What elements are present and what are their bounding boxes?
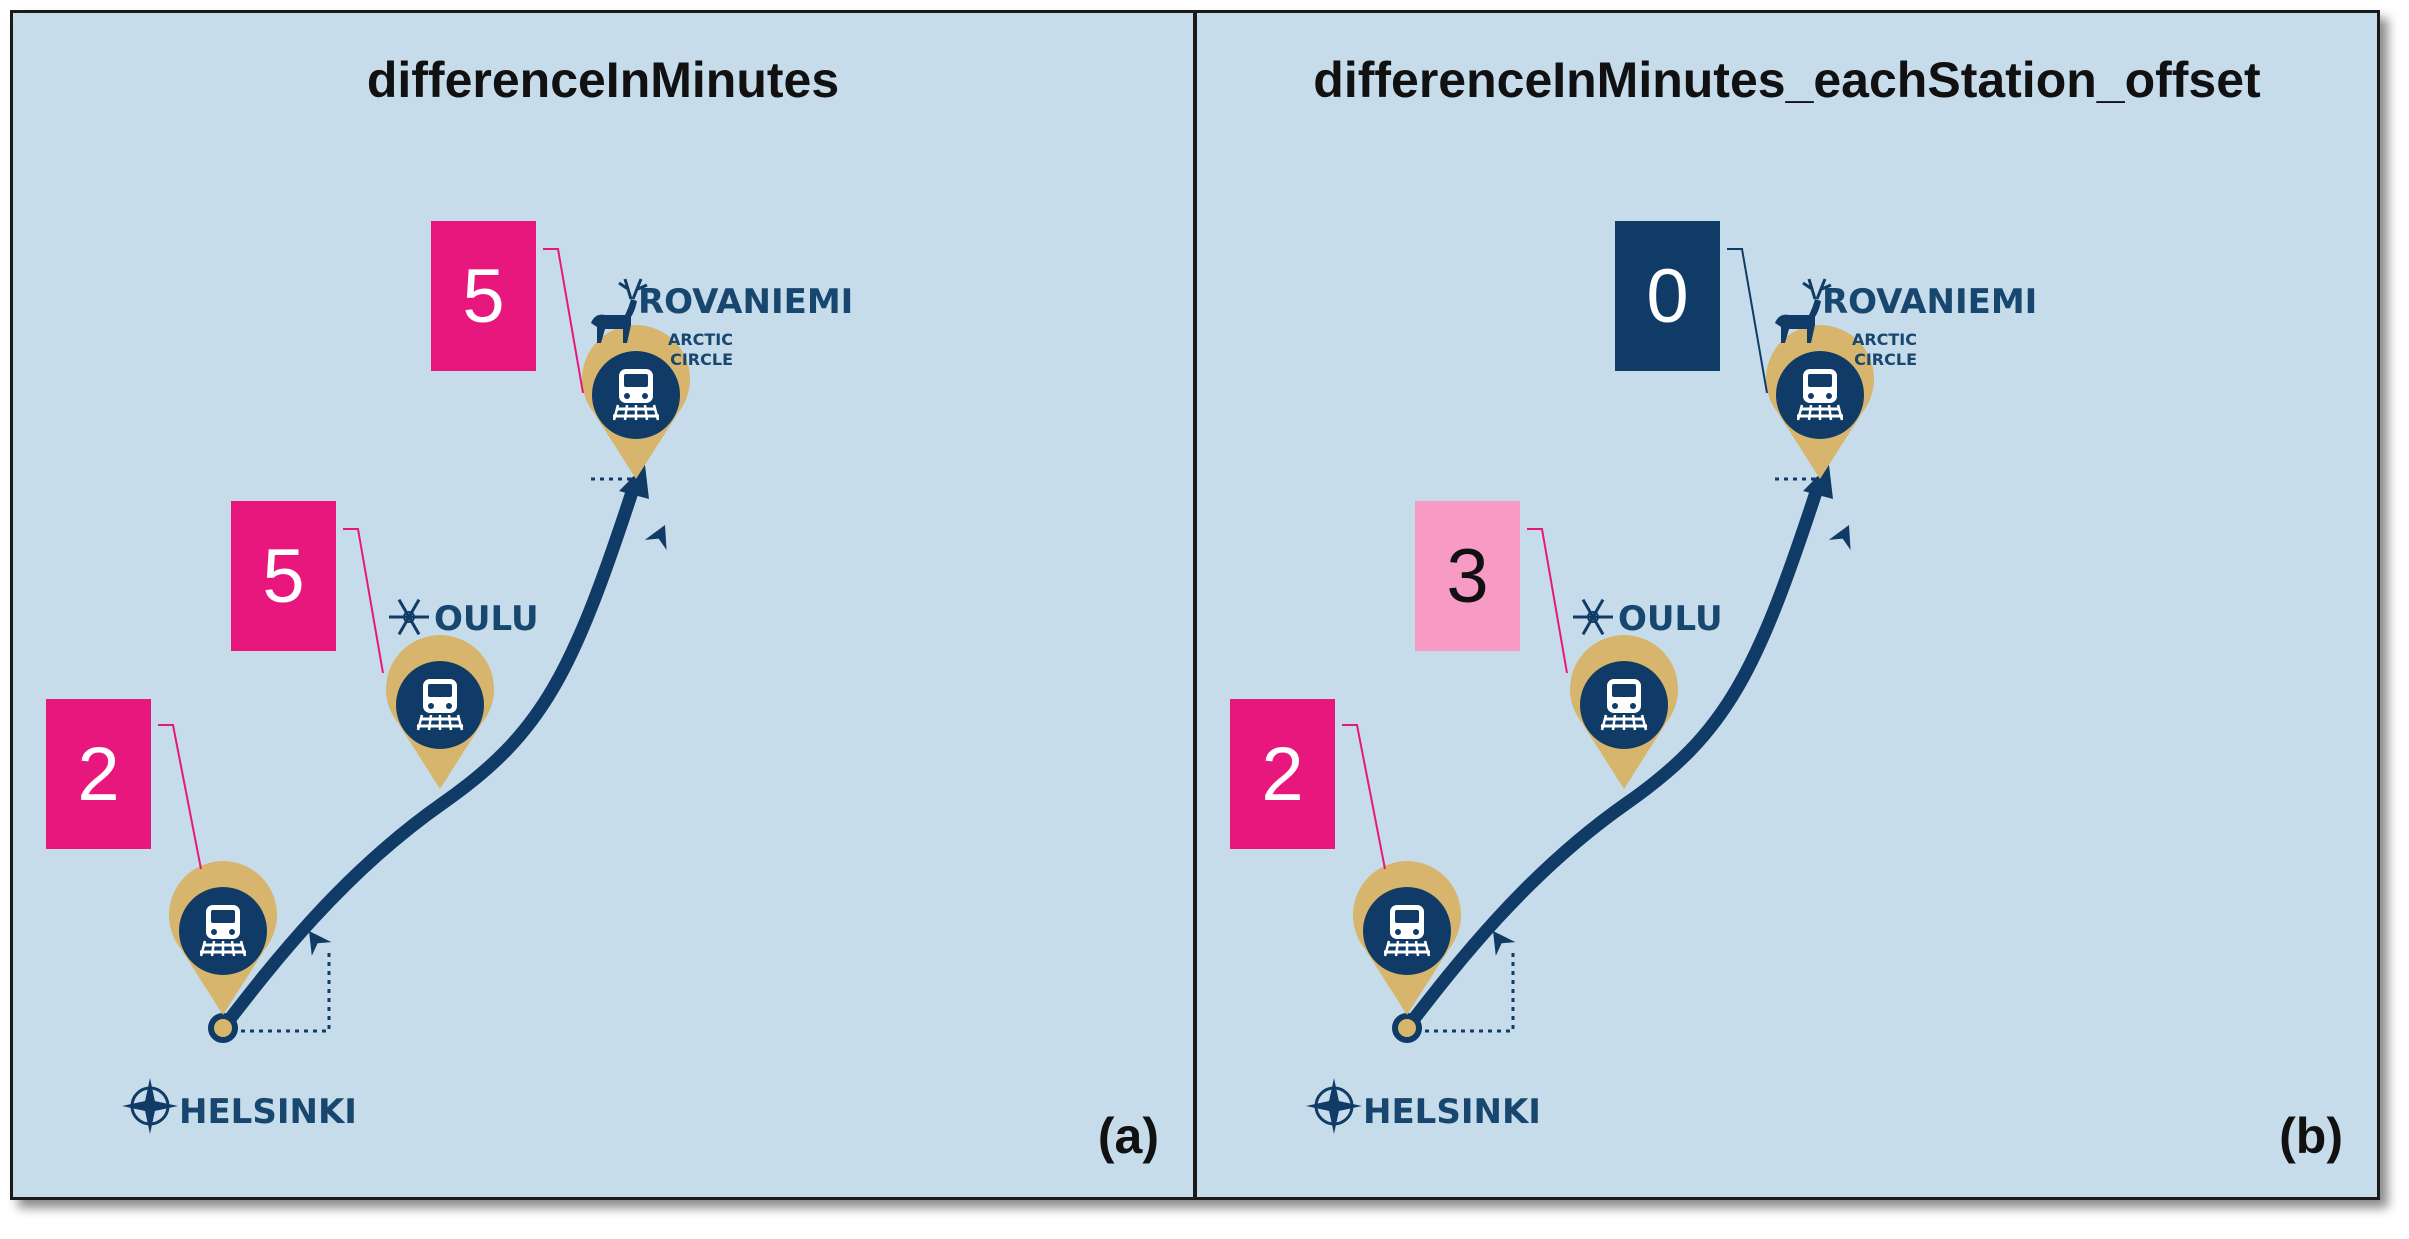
train-icon [1600,679,1648,731]
rovaniemi-pin [1766,325,1874,479]
direction-arrow-icon [1828,525,1851,551]
value-label: 2 [1261,732,1303,817]
reindeer-icon [1775,278,1832,343]
value-label: 2 [77,732,119,817]
train-icon [1796,369,1844,421]
value-box-background [46,699,151,849]
direction-arrow-icon [644,525,667,551]
helsinki-pin [168,861,277,1015]
leader-line [1342,724,1386,870]
direction-arrow-icon [309,931,332,956]
panel-label: (b) [2279,1108,2343,1164]
route-line [216,476,642,1035]
value-label: 0 [1646,254,1688,339]
leader-line [1527,528,1568,674]
station-sublabel: CIRCLE [670,350,733,369]
start-marker [1392,1013,1422,1043]
direction-arrow-icon [1493,931,1516,956]
value-box-oulu: 5 [231,501,384,674]
station-label-rovaniemi: ROVANIEMI [1822,282,2037,322]
station-label-oulu: OULU [1618,599,1723,639]
value-box-background [1415,501,1520,651]
train-icon [199,905,247,957]
station-sublabel: ARCTIC [1852,330,1917,349]
value-box-rovaniemi: 0 [1615,221,1768,394]
rovaniemi-pin [582,325,690,479]
value-label: 5 [462,254,504,339]
station-label-helsinki: HELSINKI [179,1092,357,1132]
value-box-background [231,501,336,651]
leader-line [158,724,202,870]
start-marker [208,1013,238,1043]
leader-line [1727,248,1768,394]
oulu-pin [386,635,495,789]
compass-rose-icon [1306,1078,1362,1134]
value-box-background [431,221,536,371]
value-box-helsinki: 2 [46,699,202,870]
station-label-oulu: OULU [434,599,539,639]
station-sublabel: CIRCLE [1854,350,1917,369]
value-box-helsinki: 2 [1230,699,1386,870]
train-icon [416,679,464,731]
value-box-rovaniemi: 5 [431,221,584,394]
compass-rose-icon [122,1078,178,1134]
leader-line [543,248,584,394]
value-label: 5 [262,534,304,619]
station-label-rovaniemi: ROVANIEMI [638,282,853,322]
oulu-pin [1570,635,1678,789]
value-box-background [1230,699,1335,849]
value-box-oulu: 3 [1415,501,1568,674]
reindeer-icon [591,278,648,343]
route-arrow-icon [619,465,649,499]
route-arrow-icon [1803,465,1833,499]
leader-line [343,528,384,674]
panel-title: differenceInMinutes_eachStation_offset [1313,52,2261,108]
station-label-helsinki: HELSINKI [1363,1092,1541,1132]
value-box-background [1615,221,1720,371]
panel-label: (a) [1097,1108,1159,1164]
helsinki-pin [1353,861,1461,1015]
train-icon [1383,905,1431,957]
station-sublabel: ARCTIC [668,330,733,349]
value-label: 3 [1446,534,1488,619]
train-icon [612,369,660,421]
route-line [1400,476,1826,1035]
snowflake-icon [1573,598,1613,636]
panel-title: differenceInMinutes [366,52,840,108]
snowflake-icon [389,598,429,636]
